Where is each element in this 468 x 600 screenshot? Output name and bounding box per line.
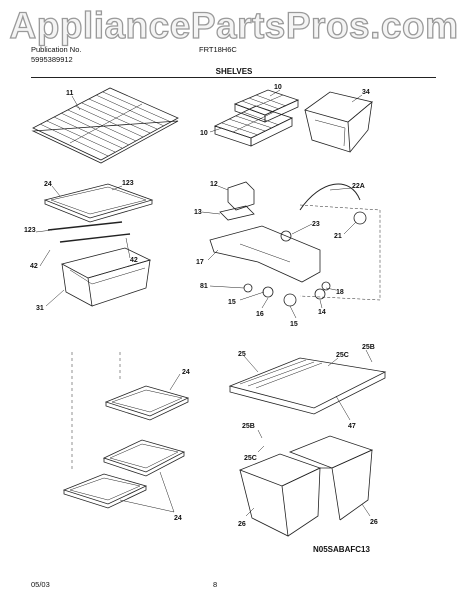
callout-34: 34: [362, 89, 370, 96]
model-number: FRT18H6C: [199, 45, 237, 54]
section-title: SHELVES: [215, 67, 253, 76]
crisper-cover: [228, 357, 387, 415]
callout-25c: 25C: [336, 352, 349, 359]
publication-label: Publication No.: [31, 45, 82, 54]
callout-22a: 22A: [352, 183, 365, 190]
callout-10: 10: [274, 84, 282, 91]
callout-123: 123: [24, 227, 36, 234]
callout-23: 23: [312, 221, 320, 228]
header-divider: [31, 77, 436, 78]
callout-11: 11: [66, 90, 74, 97]
publication-number: 5995389912: [31, 55, 73, 64]
callout-16: 16: [256, 311, 264, 318]
callout-17: 17: [196, 259, 204, 266]
glass-shelf-upper: [104, 385, 190, 421]
callout-14: 14: [318, 309, 326, 316]
callout-24: 24: [174, 515, 182, 522]
callout-26: 26: [370, 519, 378, 526]
diagram-code: N05SABAFC13: [313, 545, 370, 554]
crisper-drawer-left: [238, 453, 322, 537]
page-number: 8: [213, 580, 218, 589]
ice-bucket: [304, 91, 373, 153]
watermark-logo: AppliancePartsPros.com: [9, 5, 459, 46]
glass-shelf-lower: [62, 473, 148, 509]
callout-15: 15: [228, 299, 236, 306]
callout-42: 42: [130, 257, 138, 264]
callout-13: 13: [194, 209, 202, 216]
callout-25b: 25B: [242, 423, 255, 430]
glass-shelf-123: [43, 183, 154, 243]
wire-shelf: [31, 87, 179, 164]
callout-10: 10: [200, 130, 208, 137]
callout-42: 42: [30, 263, 38, 270]
callout-24: 24: [44, 181, 52, 188]
callout-25c: 25C: [244, 455, 257, 462]
callout-25: 25: [238, 351, 246, 358]
callout-25b: 25B: [362, 344, 375, 351]
callout-21: 21: [334, 233, 342, 240]
glass-shelf-middle: [102, 439, 186, 477]
callout-15: 15: [290, 321, 298, 328]
callout-26: 26: [238, 521, 246, 528]
callout-18: 18: [336, 289, 344, 296]
footer-date: 05/03: [31, 580, 50, 589]
callout-123: 123: [122, 180, 134, 187]
callout-12: 12: [210, 181, 218, 188]
callout-24: 24: [182, 369, 190, 376]
cabinet-outline: [71, 352, 121, 470]
callout-31: 31: [36, 305, 44, 312]
ice-tray: [213, 105, 294, 147]
leader-lines: [35, 89, 373, 517]
ice-tray: [233, 89, 300, 123]
deli-drawer: [60, 247, 152, 307]
icemaker-assembly: [209, 181, 381, 307]
callout-81: 81: [200, 283, 208, 290]
crisper-drawer-right: [288, 435, 374, 521]
callout-47: 47: [348, 423, 356, 430]
